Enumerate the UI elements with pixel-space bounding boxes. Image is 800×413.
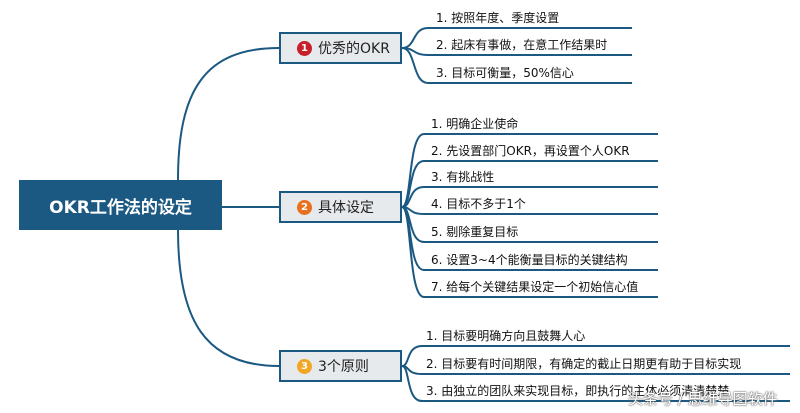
leaf-item[interactable]: 6. 设置3~4个能衡量目标的关键结构 [431,253,628,267]
leaf-item[interactable]: 1. 目标要明确方向且鼓舞人心 [426,329,586,343]
number-badge-icon: 3 [297,358,312,374]
connector-branch3-leaf3 [401,365,790,402]
leaf-item[interactable]: 2. 起床有事做，在意工作结果时 [436,38,608,52]
leaf-item[interactable]: 2. 目标要有时间期限，有确定的截止日期更有助于目标实现 [426,357,742,371]
connector-root-branch3 [177,229,280,367]
leaf-item[interactable]: 3. 有挑战性 [431,170,495,184]
connector-branch2-leaf7 [401,206,658,298]
branch-label: 3个原则 [318,359,369,375]
number-badge-icon: 1 [297,40,312,56]
leaf-item[interactable]: 3. 目标可衡量，50%信心 [436,66,574,80]
number-badge-icon: 2 [297,199,312,215]
leaf-item[interactable]: 1. 明确企业使命 [431,117,519,131]
branch-label: 具体设定 [318,200,374,216]
root-node[interactable]: OKR工作法的设定 [19,180,222,230]
connector-branch1-leaf3 [401,47,632,84]
leaf-item[interactable]: 7. 给每个关键结果设定一个初始信心值 [431,280,639,294]
leaf-item[interactable]: 1. 按照年度、季度设置 [436,11,560,25]
branch-node-specific-setting[interactable]: 2 具体设定 [279,191,402,223]
branch-node-three-principles[interactable]: 3 3个原则 [279,350,402,382]
branch-label: 优秀的OKR [318,41,390,57]
watermark: 头条号 / 思维导图软件 [628,390,778,408]
root-label: OKR工作法的设定 [49,197,192,218]
leaf-item[interactable]: 5. 剔除重复目标 [431,225,519,239]
leaf-item[interactable]: 3. 由独立的团队来实现目标，即执行的主体必须清清楚楚 [426,384,730,398]
leaf-item[interactable]: 4. 目标不多于1个 [431,197,526,211]
branch-node-excellent-okr[interactable]: 1 优秀的OKR [279,32,402,64]
connector-root-branch1 [177,47,280,181]
leaf-item[interactable]: 2. 先设置部门OKR，再设置个人OKR [431,144,630,158]
